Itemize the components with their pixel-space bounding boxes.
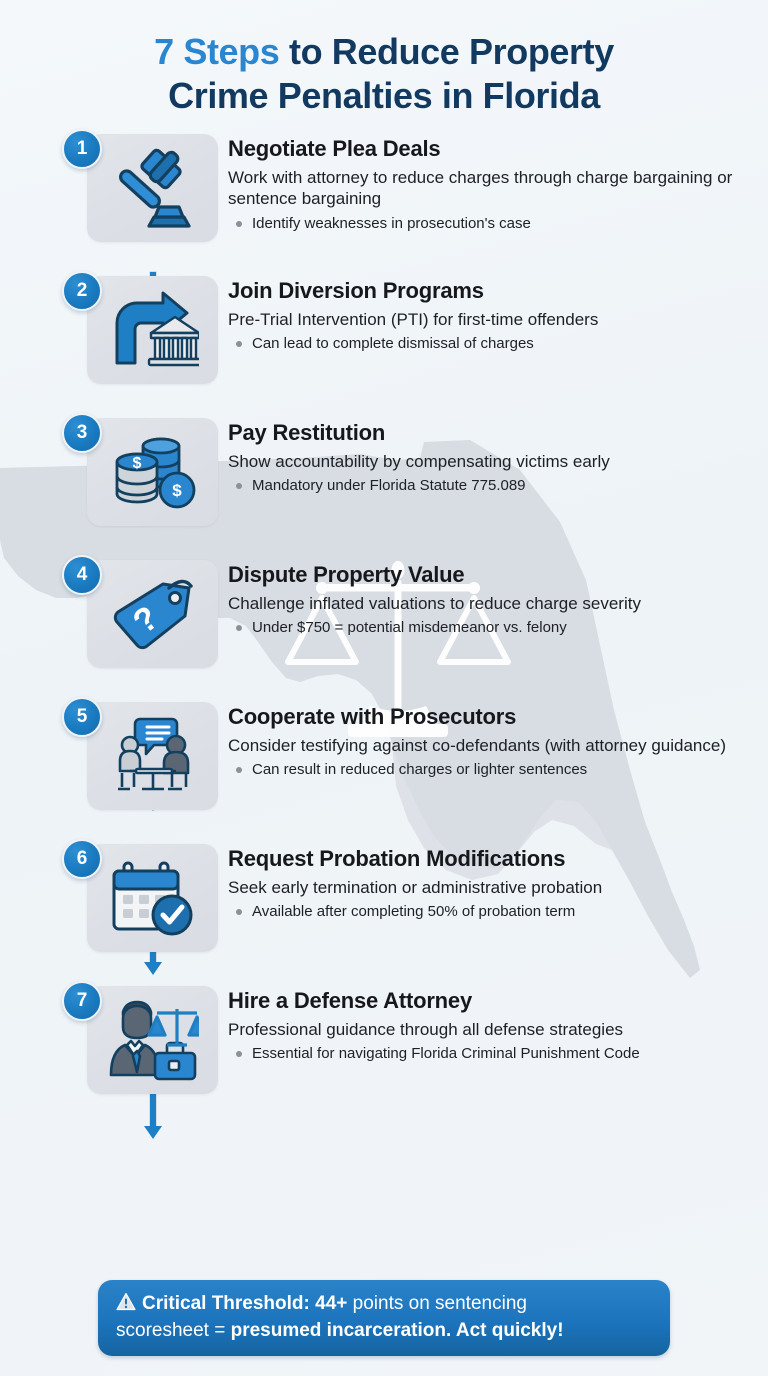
step-3-icon-wrap: 3 $ $ [62, 412, 218, 526]
title-rest: to Reduce Property [279, 31, 614, 72]
step-2-desc: Pre-Trial Intervention (PTI) for first-t… [228, 309, 599, 329]
step-5-icon-wrap: 5 [62, 696, 218, 810]
step-3-bullet: Mandatory under Florida Statute 775.089 [228, 476, 750, 496]
banner-lead: Critical Threshold: 44+ [142, 1293, 348, 1314]
step-2-text: Join Diversion Programs Pre-Trial Interv… [202, 276, 750, 354]
step-3-desc: Show accountability by compensating vict… [228, 451, 610, 471]
svg-text:$: $ [172, 481, 182, 500]
step-4-icon-wrap: 4 ? [62, 554, 218, 668]
step-5-text: Cooperate with Prosecutors Consider test… [202, 702, 750, 780]
step-6-title: Request Probation Modifications [228, 845, 566, 871]
step-6-icon-wrap: 6 [62, 838, 218, 952]
step-2-icon-tile [87, 275, 218, 384]
connector-arrow-6-7 [144, 1092, 162, 1139]
step-7-title: Hire a Defense Attorney [228, 987, 472, 1013]
step-number-badge-4: 4 [62, 554, 102, 595]
step-4-icon-tile: ? [87, 559, 218, 668]
step-5-icon-tile [87, 701, 218, 810]
critical-threshold-banner: Critical Threshold: 44+ points on senten… [98, 1280, 670, 1357]
banner-line2-a: scoresheet = [116, 1320, 231, 1342]
step-5-bullet: Can result in reduced charges or lighter… [228, 760, 750, 780]
step-number-badge-7: 7 [62, 980, 102, 1021]
title-line2: Crime Penalties in Florida [168, 74, 600, 116]
step-number-badge-1: 1 [62, 128, 102, 169]
step-1-desc: Work with attorney to reduce charges thr… [228, 167, 733, 209]
step-6-text: Request Probation Modifications Seek ear… [202, 844, 750, 922]
step-4-title: Dispute Property Value [228, 561, 465, 587]
title-accent: 7 Steps [154, 31, 280, 72]
steps-list: 1 Negotiate Plea Deals Work with attorne… [0, 128, 768, 1114]
page-title: 7 Steps to Reduce Property Crime Penalti… [0, 0, 768, 118]
step-item-3[interactable]: 3 $ $ [0, 412, 768, 560]
step-3-text: Pay Restitution Show accountability by c… [202, 418, 750, 496]
warning-triangle-icon [116, 1292, 136, 1318]
step-item-7[interactable]: 7 [0, 980, 768, 1114]
step-7-desc: Professional guidance through all defens… [228, 1019, 624, 1039]
step-number-badge-2: 2 [62, 270, 102, 311]
step-item-2[interactable]: 2 Join Diversio [0, 270, 768, 418]
step-number-badge-6: 6 [62, 838, 102, 879]
step-3-icon-tile: $ $ [87, 417, 218, 526]
step-number-badge-3: 3 [62, 412, 102, 453]
step-1-icon-wrap: 1 [62, 128, 218, 242]
two-people-discussion-icon [117, 717, 189, 791]
step-1-title: Negotiate Plea Deals [228, 135, 441, 161]
price-tag-question-icon: ? [113, 579, 193, 649]
step-item-5[interactable]: 5 [0, 696, 768, 844]
step-5-desc: Consider testifying against co-defendant… [228, 735, 727, 755]
step-6-desc: Seek early termination or administrative… [228, 877, 603, 897]
banner-line-1: Critical Threshold: 44+ points on senten… [116, 1291, 650, 1318]
banner-line2-b: presumed incarceration. Act quickly! [230, 1320, 564, 1342]
step-1-text: Negotiate Plea Deals Work with attorney … [202, 134, 750, 233]
step-7-icon-wrap: 7 [62, 980, 218, 1094]
step-6-icon-tile [87, 843, 218, 952]
gavel-icon [118, 148, 191, 228]
step-2-bullet: Can lead to complete dismissal of charge… [228, 334, 750, 354]
money-coins-icon: $ $ [115, 437, 195, 509]
step-item-1[interactable]: 1 Negotiate Plea Deals Work with attorne… [0, 128, 768, 276]
step-item-6[interactable]: 6 [0, 838, 768, 986]
step-3-title: Pay Restitution [228, 419, 386, 445]
banner-mid: points on sentencing [347, 1293, 527, 1314]
calendar-check-icon [112, 861, 192, 936]
step-number-badge-5: 5 [62, 696, 102, 737]
step-4-text: Dispute Property Value Challenge inflate… [202, 560, 750, 638]
step-7-bullet: Essential for navigating Florida Crimina… [228, 1044, 750, 1064]
diversion-courthouse-icon [115, 291, 199, 367]
step-2-title: Join Diversion Programs [228, 277, 484, 303]
step-1-icon-tile [87, 133, 218, 242]
step-7-icon-tile [87, 985, 218, 1094]
banner-line-2: scoresheet = presumed incarceration. Act… [116, 1318, 650, 1343]
step-6-bullet: Available after completing 50% of probat… [228, 902, 750, 922]
step-7-text: Hire a Defense Attorney Professional gui… [202, 986, 750, 1064]
step-item-4[interactable]: 4 ? Dispute Property Value Challenge inf… [0, 554, 768, 702]
step-2-icon-wrap: 2 [62, 270, 218, 384]
step-1-bullet: Identify weaknesses in prosecution's cas… [228, 214, 750, 234]
attorney-scales-briefcase-icon [109, 1000, 199, 1081]
step-4-bullet: Under $750 = potential misdemeanor vs. f… [228, 618, 750, 638]
step-5-title: Cooperate with Prosecutors [228, 703, 517, 729]
svg-text:$: $ [132, 455, 141, 472]
step-4-desc: Challenge inflated valuations to reduce … [228, 593, 641, 613]
